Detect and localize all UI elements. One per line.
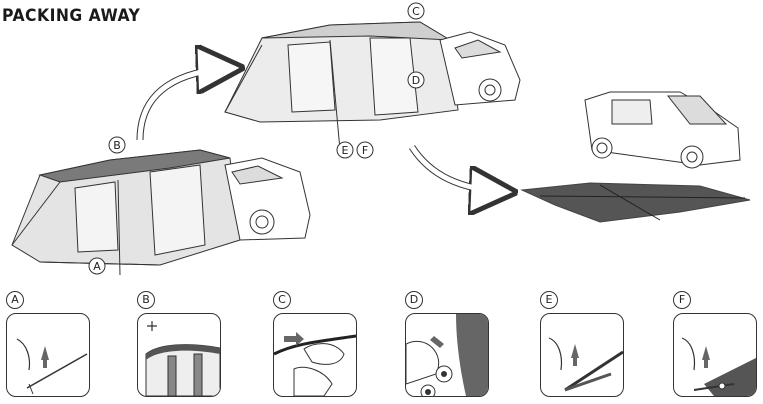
step-c: C bbox=[273, 291, 363, 397]
step-d-panel bbox=[405, 313, 489, 397]
callout-b: B bbox=[108, 136, 126, 154]
step-c-badge: C bbox=[273, 291, 291, 309]
callout-f: F bbox=[356, 141, 374, 159]
remove-pole-peg-illustration bbox=[548, 337, 623, 392]
tent-inflated-left bbox=[11, 149, 311, 276]
remove-peg-illustration bbox=[16, 338, 88, 395]
step-b-badge: B bbox=[137, 291, 155, 309]
step-f-badge: F bbox=[673, 291, 691, 309]
step-a-badge: A bbox=[6, 291, 24, 309]
page-title: PACKING AWAY bbox=[2, 6, 141, 26]
step-f: F bbox=[673, 291, 763, 397]
callout-a: A bbox=[88, 257, 106, 275]
tent-deflating-top bbox=[224, 21, 521, 151]
svg-text:A: A bbox=[93, 260, 101, 273]
step-b-panel bbox=[137, 313, 221, 397]
svg-text:F: F bbox=[362, 144, 368, 157]
svg-text:E: E bbox=[342, 144, 349, 157]
unclip-strap-illustration bbox=[274, 332, 356, 396]
step-f-panel bbox=[673, 313, 757, 397]
arrow-to-deflate-inner bbox=[137, 65, 236, 141]
remove-guy-peg-illustration bbox=[681, 337, 756, 396]
callout-e: E bbox=[336, 141, 354, 159]
step-d: D bbox=[405, 291, 495, 397]
van-alone-right bbox=[584, 91, 741, 169]
step-a-panel bbox=[6, 313, 90, 397]
open-valve-illustration bbox=[406, 314, 488, 396]
deflate-tent-illustration bbox=[145, 321, 220, 396]
step-c-panel bbox=[273, 313, 357, 397]
step-a: A bbox=[6, 291, 96, 397]
step-b: B bbox=[137, 291, 227, 397]
step-e-panel bbox=[540, 313, 624, 397]
callout-d: D bbox=[407, 71, 425, 89]
step-e-badge: E bbox=[540, 291, 558, 309]
svg-text:B: B bbox=[113, 139, 121, 152]
arrow-to-flatten-inner bbox=[409, 145, 509, 195]
arrow-to-deflate bbox=[136, 68, 235, 141]
step-d-badge: D bbox=[405, 291, 423, 309]
svg-text:C: C bbox=[412, 5, 420, 18]
step-e: E bbox=[540, 291, 630, 397]
callout-c: C bbox=[407, 2, 425, 20]
svg-text:D: D bbox=[412, 74, 420, 87]
tent-flattened-ground bbox=[520, 182, 751, 223]
